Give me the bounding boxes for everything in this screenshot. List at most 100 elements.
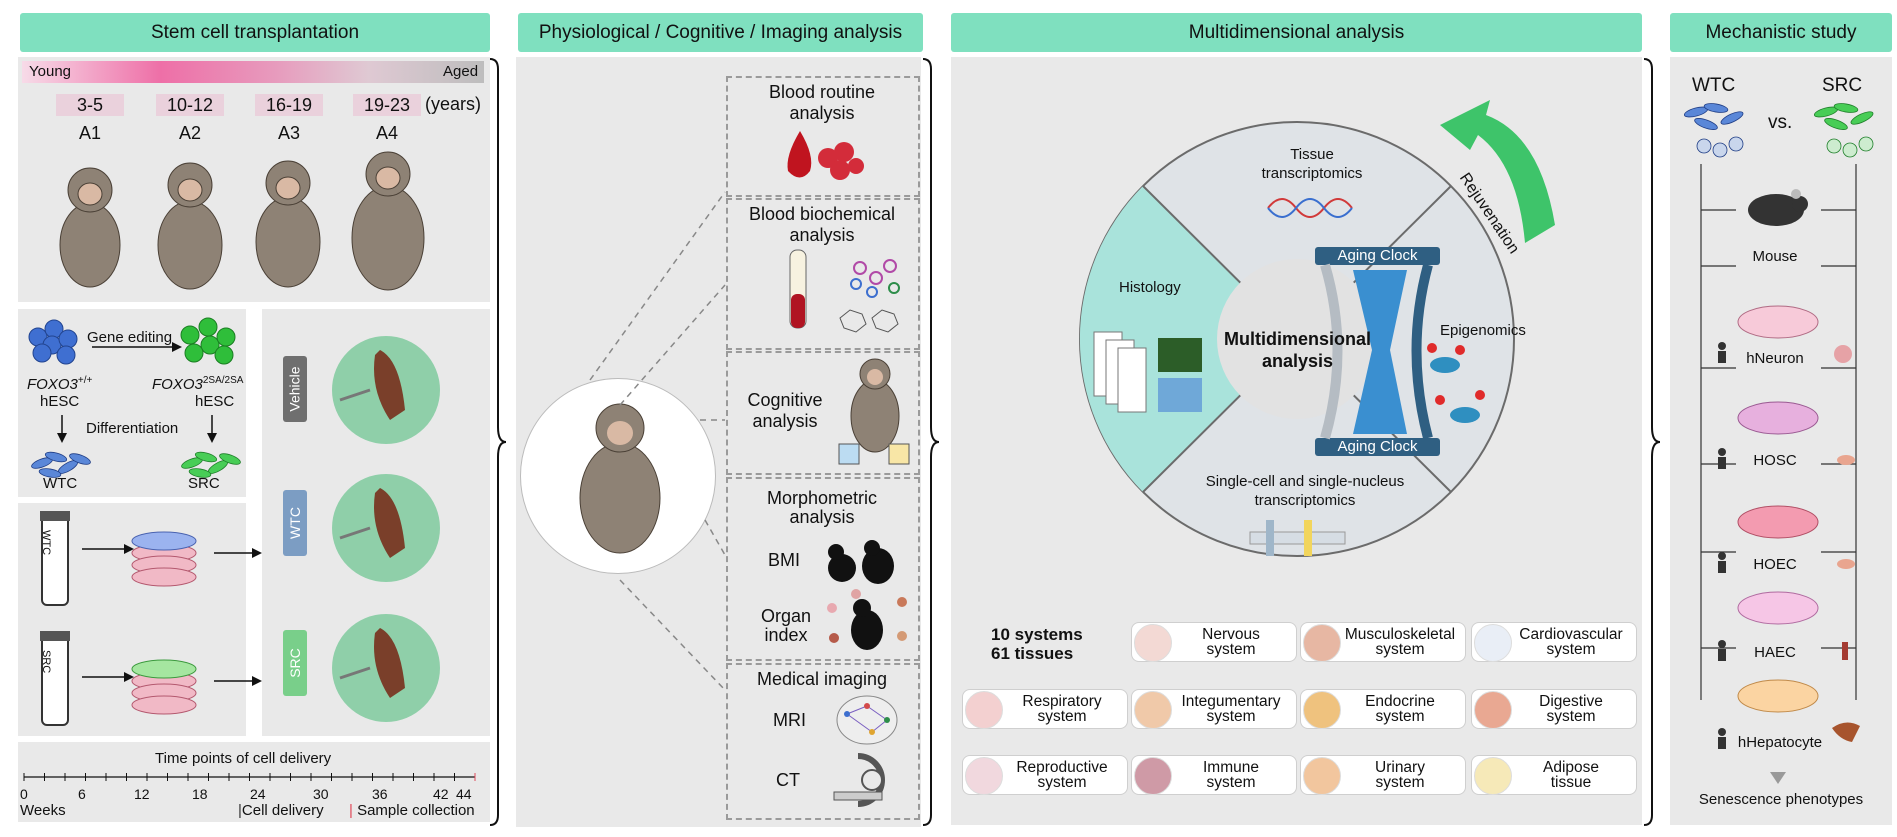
- header-stem-cell-transplantation: Stem cell transplantation: [20, 13, 490, 52]
- intestine-icon: [1474, 691, 1512, 729]
- header-mechanistic-study: Mechanistic study: [1670, 13, 1892, 52]
- hesc-wt-label: hESC: [40, 393, 80, 410]
- muscle-icon: [1303, 624, 1341, 662]
- blood-routine-box: [726, 76, 920, 197]
- vessels-icon: [1474, 624, 1512, 662]
- tick-label-24: 24: [250, 786, 266, 802]
- blood-biochemical-box: [726, 198, 920, 350]
- blood-routine-label: Blood routine analysis: [768, 82, 876, 123]
- aged-label: Aged: [443, 63, 479, 80]
- model-hosc-label: HOSC: [1753, 452, 1797, 469]
- brain-icon: [1134, 624, 1172, 662]
- aging-clock-top-label: Aging Clock: [1337, 247, 1418, 264]
- ct-label: CT: [776, 770, 800, 790]
- group-label-a2: A2: [178, 123, 202, 143]
- monkey-a4-illustration: [351, 151, 425, 291]
- timeline-panel: [18, 742, 490, 822]
- monkey-illustrations: [59, 151, 425, 291]
- wtc-cells: [31, 451, 91, 478]
- weeks-label: Weeks: [20, 802, 66, 819]
- monkey-a1-illustration: [59, 167, 121, 288]
- model-hhepatocyte-label: hHepatocyte: [1737, 734, 1823, 751]
- bracket-2: [922, 58, 940, 826]
- hosc-dish-icon: [1737, 401, 1819, 435]
- mech-src-cells: [1813, 103, 1874, 158]
- hhepatocyte-dish-icon: [1737, 679, 1819, 713]
- mechanistic-diagram: [1683, 103, 1874, 784]
- hourglass-icon: [1353, 270, 1407, 434]
- mri-label: MRI: [773, 710, 806, 730]
- organ-index-icon: [827, 589, 907, 650]
- model-haec-label: HAEC: [1754, 644, 1796, 661]
- tick-label-42: 42: [433, 786, 449, 802]
- timeline-axis: [23, 773, 476, 781]
- tissue-transcriptomics-label: Tissue transcriptomics: [1261, 146, 1363, 182]
- tick-label-6: 6: [78, 786, 86, 802]
- mech-src-label: SRC: [1822, 75, 1863, 96]
- group-tag-wtc: WTC: [283, 490, 307, 556]
- thyroid-icon: [1303, 691, 1341, 729]
- header-title: Mechanistic study: [1705, 21, 1857, 43]
- aging-clock-bottom-label: Aging Clock: [1337, 438, 1418, 455]
- monkey-a2-illustration: [157, 162, 223, 290]
- systems-count: 10 systems: [991, 625, 1083, 644]
- cognitive-box: [726, 351, 920, 475]
- system-musculoskeletal: Musculoskeletal system: [1300, 622, 1466, 662]
- header-title: Stem cell transplantation: [150, 21, 360, 43]
- system-immune: Immune system: [1131, 755, 1297, 795]
- tick-label-30: 30: [313, 786, 329, 802]
- hesc-cells-illustration: [28, 317, 241, 478]
- group-label-a4: A4: [375, 123, 399, 143]
- bracket-1: [489, 58, 507, 826]
- nucleosome-icon: [1427, 343, 1485, 423]
- kidney-icon: [1303, 757, 1341, 795]
- differentiation-label: Differentiation: [86, 420, 179, 437]
- haec-dish-icon: [1737, 591, 1819, 625]
- multidimensional-wheel: [1079, 121, 1515, 557]
- medical-imaging-label: Medical imaging: [756, 669, 888, 689]
- cell-delivery-legend: |Cell delivery: [238, 802, 324, 819]
- single-cell-chip-icon: [1249, 520, 1346, 556]
- bracket-3: [1643, 58, 1661, 826]
- spleen-icon: [1134, 757, 1172, 795]
- histology-label: Histology: [1119, 279, 1181, 296]
- mouse-icon: [1748, 189, 1808, 226]
- system-integumentary: Integumentary system: [1131, 689, 1297, 729]
- system-urinary: Urinary system: [1300, 755, 1466, 795]
- single-cell-label: Single-cell and single-nucleus transcrip…: [1205, 473, 1405, 509]
- model-mouse-label: Mouse: [1752, 248, 1798, 265]
- lungs-icon: [965, 691, 1003, 729]
- header-physiological-analysis: Physiological / Cognitive / Imaging anal…: [518, 13, 923, 52]
- dna-icon: [1267, 198, 1353, 218]
- model-hneuron-label: hNeuron: [1746, 350, 1804, 367]
- brain-network-icon: [836, 695, 898, 745]
- header-title: Multidimensional analysis: [1188, 21, 1405, 43]
- histology-slides-icon: [1093, 331, 1202, 413]
- wtc-tube-label: WTC: [40, 530, 52, 556]
- bmi-monkey-silhouettes-icon: [828, 540, 894, 584]
- mech-vs-label: vs.: [1768, 112, 1793, 133]
- connector-lines: [589, 191, 726, 691]
- group-tag-vehicle: Vehicle: [283, 356, 307, 422]
- model-hoec-label: HOEC: [1753, 556, 1797, 573]
- hneuron-dish-icon: [1737, 305, 1819, 339]
- aging-clock-bottom-bar: [1315, 438, 1440, 456]
- system-reproductive: Reproductive system: [962, 755, 1128, 795]
- rejuvenation-arrow: [1440, 100, 1555, 243]
- cognitive-label: Cognitive analysis: [747, 390, 823, 431]
- age-range-a3: 16-19: [255, 94, 323, 116]
- system-respiratory: Respiratory system: [962, 689, 1128, 729]
- organ-icons: [1832, 345, 1860, 742]
- header-title: Physiological / Cognitive / Imaging anal…: [538, 21, 903, 43]
- src-tube-label: SRC: [40, 650, 52, 674]
- wt-hesc-cluster: [28, 319, 78, 365]
- ct-scanner-icon: [833, 753, 885, 807]
- bmi-label: BMI: [768, 550, 801, 570]
- wtc-injection-icon: [332, 474, 440, 582]
- aging-clock-top-bar: [1315, 247, 1440, 265]
- group-label-a3: A3: [277, 123, 301, 143]
- uterus-icon: [965, 757, 1003, 795]
- src-cells: [181, 451, 241, 478]
- group-label-a1: A1: [78, 123, 102, 143]
- src-tube-icon: [40, 631, 70, 726]
